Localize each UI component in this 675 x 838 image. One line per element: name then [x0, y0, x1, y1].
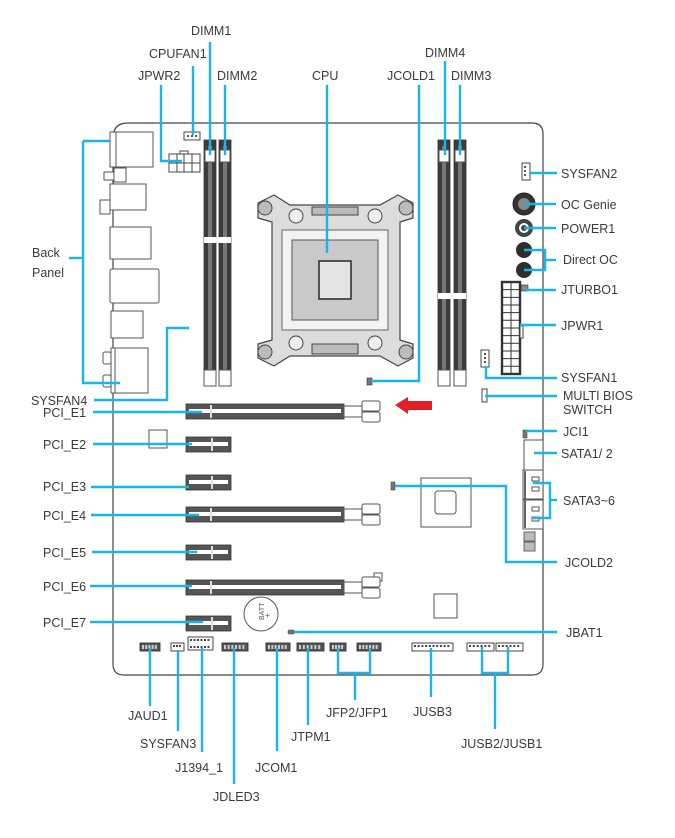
- jumper-block: [523, 541, 536, 552]
- j1394-header: [187, 636, 214, 651]
- label-sata12: SATA1/ 2: [561, 447, 613, 461]
- label-sata36: SATA3~6: [563, 494, 615, 508]
- label-jcom1: JCOM1: [255, 761, 297, 775]
- sysfan3-header: [170, 642, 185, 652]
- label-sysfan3: SYSFAN3: [140, 737, 196, 751]
- label-pci-e1: PCI_E1: [43, 406, 86, 420]
- jusb1-header: [495, 642, 524, 652]
- jpwr1-connector: [500, 280, 524, 376]
- label-multi-bios-switch: SWITCH: [563, 403, 612, 417]
- red-arrow-icon: [395, 397, 432, 414]
- back-panel: [99, 131, 160, 394]
- pcie-slot-6: [185, 576, 381, 599]
- label-jdled3: JDLED3: [213, 790, 260, 804]
- label-oc-genie: OC Genie: [561, 198, 617, 212]
- label-cpufan1: CPUFAN1: [149, 47, 207, 61]
- label-pci-e3: PCI_E3: [43, 480, 86, 494]
- jci1-header: [522, 429, 528, 439]
- label-j1394-1: J1394_1: [175, 761, 223, 775]
- label-sysfan1: SYSFAN1: [561, 371, 617, 385]
- label-jbat1: JBAT1: [566, 626, 603, 640]
- label-direct-oc: Direct OC: [563, 253, 618, 267]
- label-power1: POWER1: [561, 222, 615, 236]
- jcom1-header: [265, 642, 291, 652]
- label-jaud1: JAUD1: [128, 709, 168, 723]
- sata36-connectors: [522, 469, 544, 530]
- sata12-connector: [523, 439, 544, 471]
- pcie-slot-7: [185, 615, 232, 632]
- component-square: [148, 429, 168, 449]
- label-jfp: JFP2/JFP1: [326, 706, 388, 720]
- label-jturbo1: JTURBO1: [561, 283, 618, 297]
- component-square: [433, 593, 458, 619]
- sysfan2-header: [521, 162, 531, 181]
- battery: BATT +: [243, 596, 279, 632]
- label-jpwr2: JPWR2: [138, 69, 180, 83]
- label-dimm3: DIMM3: [451, 69, 491, 83]
- label-jtpm1: JTPM1: [291, 730, 331, 744]
- dimm-slots-right: [437, 139, 467, 387]
- pcie-slot-1: [185, 400, 381, 423]
- label-dimm1: DIMM1: [191, 24, 231, 38]
- jtpm1-header: [296, 642, 325, 652]
- label-pci-e7: PCI_E7: [43, 616, 86, 630]
- label-sysfan2: SYSFAN2: [561, 167, 617, 181]
- labels: DIMM1 CPUFAN1 JPWR2 DIMM2 CPU JCOLD1 DIM…: [31, 24, 633, 804]
- pcie-slot-2: [185, 436, 232, 453]
- label-jusb3: JUSB3: [413, 705, 452, 719]
- jusb2-header: [466, 642, 495, 652]
- label-back-panel: Back: [32, 246, 61, 260]
- label-jcold1: JCOLD1: [387, 69, 435, 83]
- battery-label: BATT: [259, 602, 266, 620]
- label-cpu: CPU: [312, 69, 338, 83]
- label-dimm2: DIMM2: [217, 69, 257, 83]
- jumper-block: [523, 531, 536, 542]
- label-sysfan4: SYSFAN4: [31, 394, 87, 408]
- pcie-slot-4: [185, 503, 381, 526]
- jusb3-header: [411, 642, 454, 652]
- label-pci-e4: PCI_E4: [43, 509, 86, 523]
- jcold2-jumper: [390, 481, 396, 491]
- sysfan1-header: [480, 349, 490, 368]
- cpu-socket: [257, 194, 414, 367]
- pcie-slot-3: [185, 474, 232, 491]
- label-multi-bios: MULTI BIOS: [563, 389, 633, 403]
- battery-plus-label: +: [265, 611, 270, 620]
- label-dimm4: DIMM4: [425, 46, 465, 60]
- label-jci1: JCI1: [563, 425, 589, 439]
- label-jcold2: JCOLD2: [565, 556, 613, 570]
- label-pci-e2: PCI_E2: [43, 438, 86, 452]
- label-jusb21: JUSB2/JUSB1: [461, 737, 542, 751]
- dimm-slots-left: [203, 139, 232, 387]
- label-jpwr1: JPWR1: [561, 319, 603, 333]
- label-pci-e6: PCI_E6: [43, 580, 86, 594]
- label-pci-e5: PCI_E5: [43, 546, 86, 560]
- label-back-panel-2: Panel: [32, 266, 64, 280]
- jpwr2-connector: [168, 150, 201, 173]
- jbat1-jumper: [287, 629, 295, 635]
- leader-lines: [69, 42, 557, 784]
